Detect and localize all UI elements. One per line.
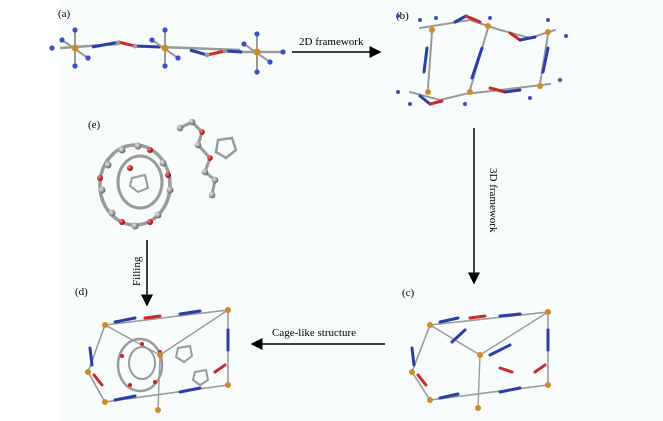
arrow-label-2d-framework: 2D framework bbox=[299, 36, 364, 48]
panel-d-filled-cage bbox=[85, 307, 231, 413]
arrow-label-cage-like-structure: Cage-like structure bbox=[272, 327, 356, 339]
panel-label-a: (a) bbox=[58, 8, 71, 20]
panel-e-guest-chain bbox=[176, 118, 238, 199]
metal-center-a3 bbox=[241, 31, 286, 75]
panel-e-macrocycle bbox=[97, 142, 174, 230]
arrow-label-3d-framework: 3D framework bbox=[487, 168, 499, 233]
arrow-b-to-c: 3D framework bbox=[468, 128, 499, 285]
metal-center-a1 bbox=[49, 27, 91, 69]
metal-center-a2 bbox=[149, 27, 181, 69]
panel-a-chain bbox=[49, 27, 286, 75]
arrow-c-to-d: Cage-like structure bbox=[250, 327, 385, 350]
arrow-label-filling: Filling bbox=[131, 256, 143, 286]
panel-b-framework bbox=[396, 14, 568, 106]
panel-label-d: (d) bbox=[75, 286, 88, 298]
panel-c-framework bbox=[409, 309, 551, 411]
background-tint bbox=[60, 0, 663, 421]
panel-label-c: (c) bbox=[402, 287, 415, 299]
arrow-a-to-b: 2D framework bbox=[292, 36, 382, 58]
panel-label-e: (e) bbox=[88, 119, 101, 131]
panel-label-b: (b) bbox=[396, 10, 409, 22]
arrow-e-to-d: Filling bbox=[131, 240, 153, 307]
